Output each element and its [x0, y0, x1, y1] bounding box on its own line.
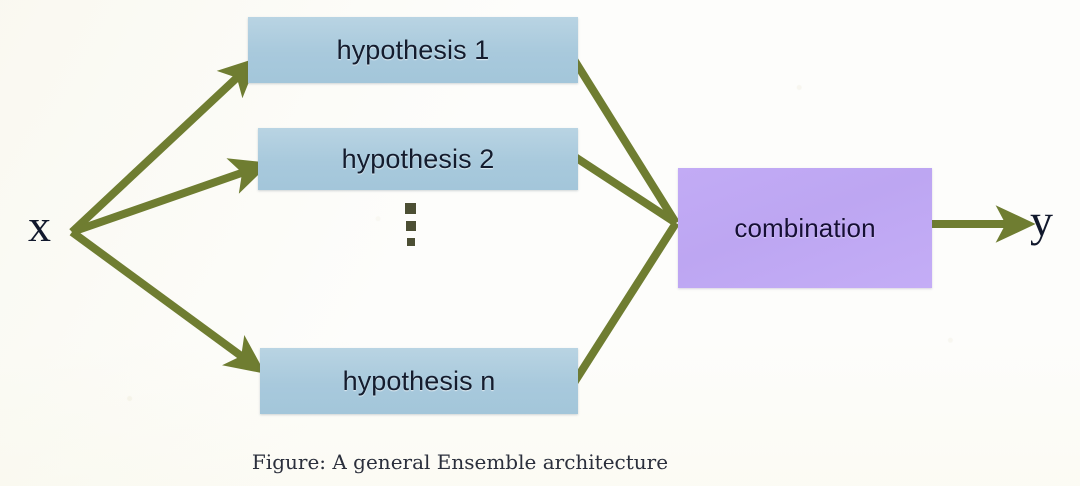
output-variable-y: y [1030, 195, 1053, 246]
hypothesis-1-label: hypothesis 1 [336, 34, 490, 65]
combination-label: combination [734, 212, 876, 243]
edge-hypothesis-1-to-combination [569, 55, 680, 226]
edge-x-to-hypothesis-1 [69, 57, 259, 235]
hypothesis-n-label: hypothesis n [342, 365, 496, 396]
hypothesis-n-box[interactable]: hypothesis n [260, 348, 578, 414]
edge-hypothesis-2-to-combination [569, 151, 679, 227]
edge-x-to-hypothesis-2 [70, 158, 271, 236]
vertical-ellipsis-icon [405, 203, 416, 246]
hypothesis-2-box[interactable]: hypothesis 2 [258, 128, 578, 190]
combination-box[interactable]: combination [678, 168, 932, 288]
input-variable-x: x [28, 200, 51, 251]
figure-caption: Figure: A general Ensemble architecture [251, 450, 669, 474]
edge-hypothesis-n-to-combination [568, 220, 680, 389]
edge-x-to-hypothesis-n [69, 228, 266, 374]
hypothesis-1-box[interactable]: hypothesis 1 [248, 17, 578, 83]
hypothesis-2-label: hypothesis 2 [341, 143, 495, 174]
